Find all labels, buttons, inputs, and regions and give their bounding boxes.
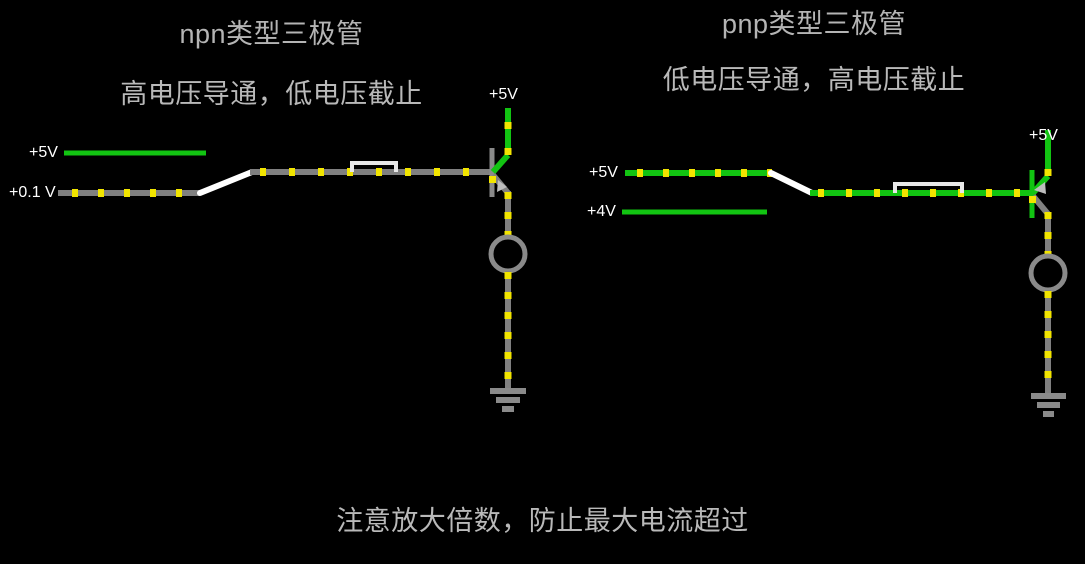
pnp-ground-marker-e — [1044, 371, 1052, 378]
npn-ground-marker-b — [504, 292, 512, 299]
npn-collector-diagonal — [490, 153, 511, 174]
pnp-collector-wire-marker-c — [1044, 251, 1052, 258]
npn-ground-marker-c — [504, 312, 512, 319]
pnp-panel-title: pnp类型三极管 — [721, 9, 907, 39]
pnp-collector-wire-marker-a — [1044, 212, 1052, 219]
npn-ground-marker-a — [504, 272, 512, 279]
pnp-ground-marker-b — [1044, 311, 1052, 318]
footer-caption: 注意放大倍数，防止最大电流超过 — [336, 506, 749, 536]
npn-emitter-diagonal — [490, 173, 511, 195]
npn-supply-label: +5V — [489, 86, 518, 103]
npn-ground-marker-f — [504, 372, 512, 379]
pnp-collector-diagonal — [1030, 194, 1051, 216]
pnp-emitter-diagonal — [1030, 174, 1051, 195]
npn-collector-marker-b — [504, 122, 512, 129]
pnp-ground-icon — [1031, 393, 1066, 417]
npn-base-resistor — [350, 161, 398, 172]
pnp-circuit — [622, 130, 1068, 417]
pnp-ground-marker-c — [1044, 331, 1052, 338]
pnp-lamp-symbol — [1028, 253, 1068, 293]
npn-ground-marker-e — [504, 352, 512, 359]
pnp-ramp-segment — [768, 170, 815, 196]
pnp-panel-subtitle: 低电压导通，高电压截止 — [662, 65, 966, 95]
pnp-ground-marker-a — [1044, 291, 1052, 298]
npn-emitter-wire-marker-c — [504, 231, 512, 238]
npn-ground-icon — [490, 388, 526, 412]
pnp-emitter-arrow-icon — [1034, 182, 1046, 194]
pnp-collector-marker — [1029, 196, 1036, 203]
pnp-collector-wire-marker-b — [1044, 232, 1052, 239]
pnp-supply-label: +5V — [1029, 127, 1058, 144]
npn-emitter-wire-marker-a — [504, 192, 512, 199]
npn-input-label: +0.1 V — [9, 184, 56, 201]
pnp-emitter-marker-a — [1044, 169, 1052, 176]
pnp-base-resistor — [893, 182, 964, 193]
pnp-high-rail-label: +5V — [589, 164, 618, 181]
npn-collector-marker-a — [504, 148, 512, 155]
pnp-ground-marker-d — [1044, 351, 1052, 358]
npn-emitter-arrow-icon — [497, 180, 507, 192]
npn-circuit — [58, 108, 528, 412]
npn-high-rail-label: +5V — [29, 144, 58, 161]
npn-ramp-segment — [197, 169, 255, 196]
npn-emitter-marker — [489, 176, 496, 183]
npn-ground-marker-d — [504, 332, 512, 339]
npn-panel-title: npn类型三极管 — [179, 19, 364, 49]
pnp-input-label: +4V — [587, 203, 616, 220]
npn-emitter-wire-marker-b — [504, 212, 512, 219]
npn-lamp-symbol — [488, 234, 528, 274]
npn-panel-subtitle: 高电压导通，低电压截止 — [120, 79, 423, 109]
